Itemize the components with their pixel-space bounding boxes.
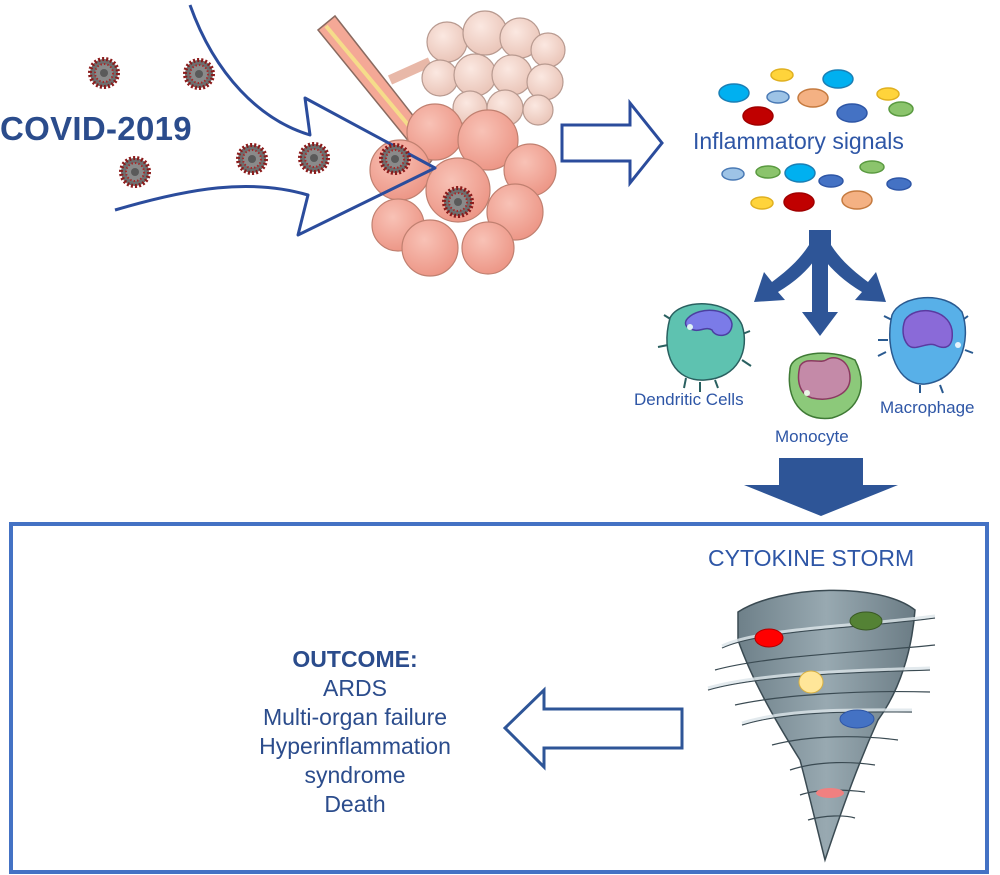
virus-icon — [183, 58, 215, 90]
outcome-list: OUTCOME: ARDS Multi-organ failure Hyperi… — [210, 645, 500, 819]
macrophage-label: Macrophage — [880, 398, 975, 417]
arrow-left-icon — [502, 686, 684, 771]
virus-icon — [236, 143, 268, 175]
alveoli-light-cluster — [421, 10, 566, 127]
outcome-item: Hyperinflammation syndrome — [259, 733, 451, 788]
outcome-item: Multi-organ failure — [262, 704, 448, 730]
virus-icon — [119, 156, 151, 188]
virus-icon — [88, 57, 120, 89]
monocyte-icon — [788, 352, 862, 420]
tornado-icon — [707, 589, 936, 863]
outcome-heading: OUTCOME: — [292, 646, 418, 672]
cytokine-storm-label: CYTOKINE STORM — [708, 545, 915, 571]
outcome-item: ARDS — [323, 675, 387, 701]
outcome-item: Death — [324, 791, 386, 817]
covid-title: COVID-2019 — [0, 110, 192, 147]
monocyte-label: Monocyte — [775, 427, 849, 446]
virus-icon — [442, 186, 474, 218]
inflammatory-dots — [718, 68, 914, 212]
virus-icon — [298, 142, 330, 174]
inflammatory-signals-label: Inflammatory signals — [693, 128, 904, 154]
branch-arrow-icon — [754, 230, 886, 336]
arrow-right-icon — [560, 98, 664, 188]
outcome-box — [9, 522, 989, 874]
dendritic-cells-label: Dendritic Cells — [634, 390, 744, 409]
virus-icon — [379, 143, 411, 175]
macrophage-icon — [877, 297, 974, 394]
infection-arrow — [114, 4, 437, 237]
dendritic-cell-icon — [657, 303, 752, 392]
arrow-down-icon — [744, 458, 898, 516]
